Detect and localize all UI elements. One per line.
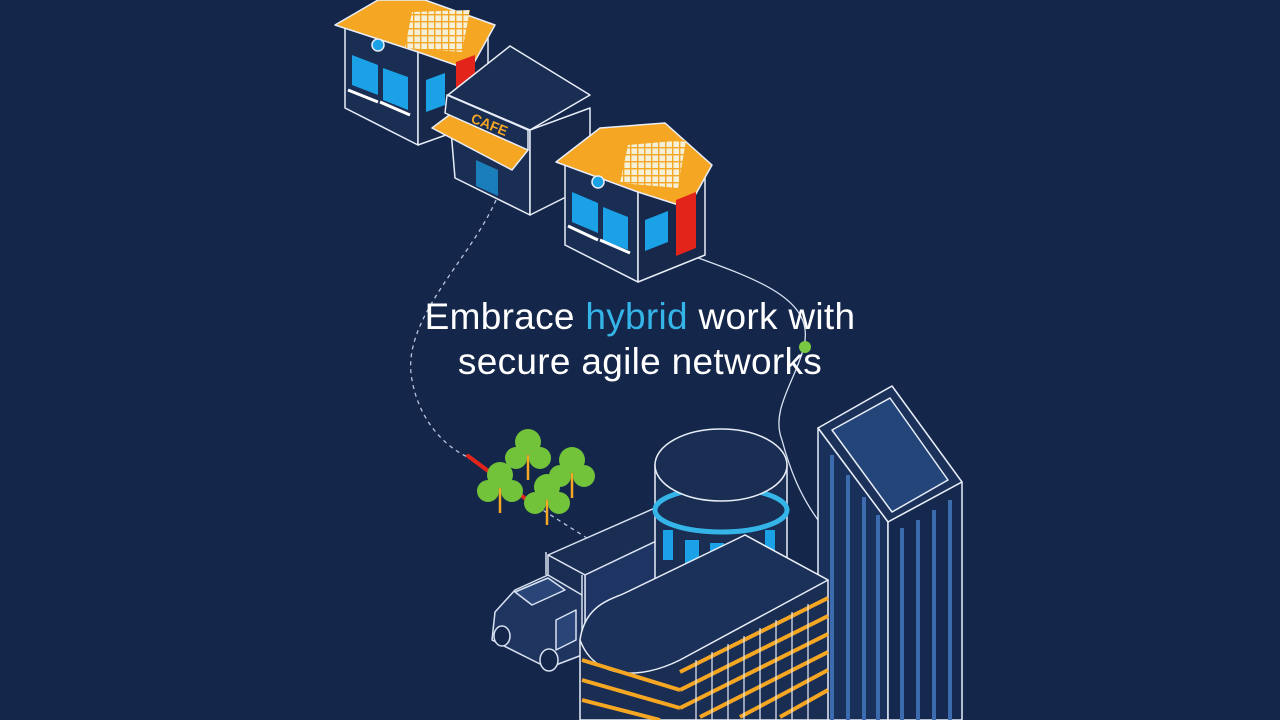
headline: Embrace hybrid work with secure agile ne… <box>340 294 940 384</box>
network-node-dot <box>799 341 811 353</box>
headline-accent-word: hybrid <box>585 296 688 337</box>
headline-text-start: Embrace <box>424 296 586 337</box>
tree-icon <box>505 429 551 480</box>
solid-link-right-lower <box>781 439 819 521</box>
skyscraper-icon <box>817 385 963 720</box>
tree-icon <box>524 474 570 525</box>
headline-line-2: secure agile networks <box>457 341 823 382</box>
house-icon <box>555 122 713 283</box>
headline-text-end: work with <box>687 296 856 337</box>
headline-line-1: Embrace hybrid work with <box>340 294 940 339</box>
tree-icon <box>549 447 595 498</box>
tree-icon <box>477 462 523 513</box>
dashed-link-left <box>410 199 497 459</box>
office-tower-icon <box>579 534 829 720</box>
